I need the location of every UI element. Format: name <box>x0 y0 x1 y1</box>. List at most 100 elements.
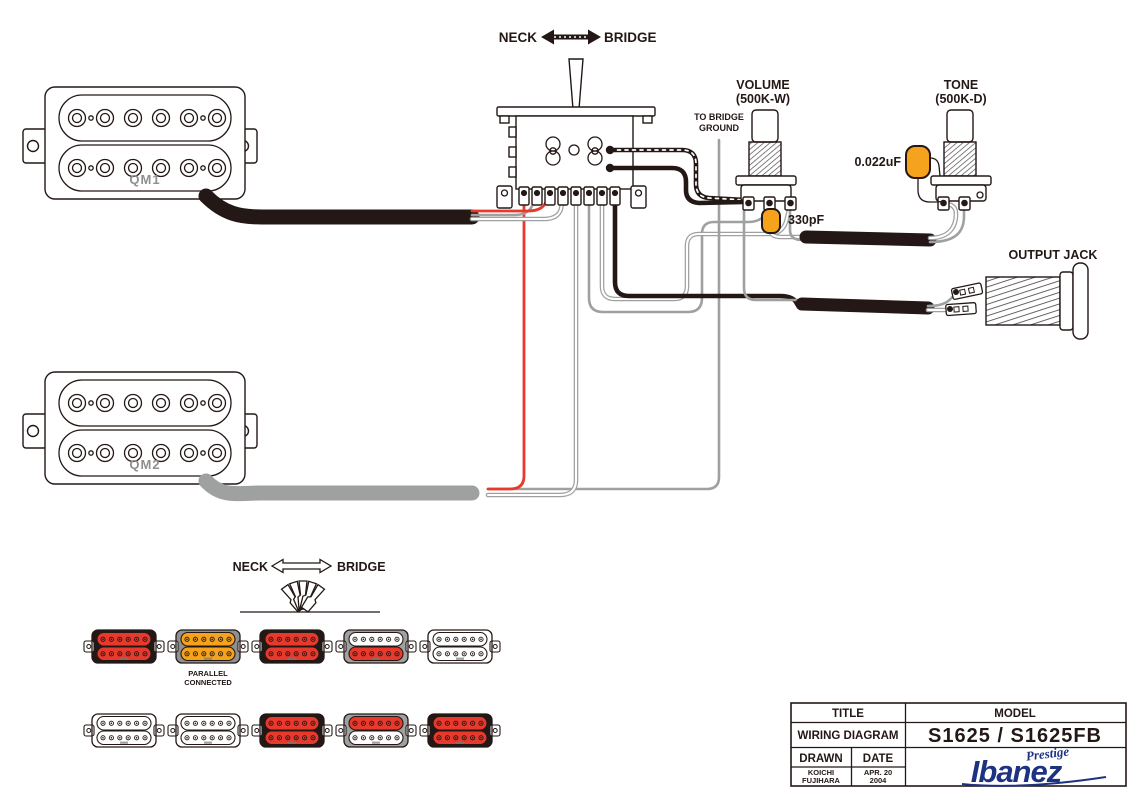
wire-hot-dash-pattern <box>609 149 747 201</box>
wire-cable1-tone-gray <box>928 204 966 244</box>
brand-logo: Prestige Ibanez <box>961 743 1107 789</box>
wire-bridge-white-outer <box>485 195 579 498</box>
capacitor-330pf <box>761 208 781 234</box>
cap-0022uf-label: 0.022uF <box>854 155 901 169</box>
jack-lug-tip <box>950 282 984 300</box>
volume-shaft <box>751 109 779 143</box>
neck-pickup-label: QM1 <box>129 172 160 187</box>
mini-bottom-coil <box>181 647 235 661</box>
switch-mounting-plate <box>496 106 656 117</box>
neck-pickup: QM1 <box>22 86 258 200</box>
tone-value: (500K-D) <box>935 92 986 106</box>
ground-note-line1: TO BRIDGE <box>694 112 744 122</box>
bridge-pickup-cable <box>198 473 480 502</box>
wire-gray-loop <box>587 196 771 314</box>
selector-pos1-neck <box>83 629 165 664</box>
tone-title: TONE <box>944 78 979 92</box>
shielded-cable-vol-tone <box>799 230 937 247</box>
selector-pos4-bridge <box>335 713 417 748</box>
wire-bridge-white-core <box>486 196 578 497</box>
output-jack <box>945 262 1089 340</box>
wire-bridge-red <box>486 196 526 491</box>
mini-top-coil <box>181 632 235 646</box>
shielded-cable-to-jack <box>795 297 935 315</box>
switch-position-fan <box>240 580 380 614</box>
bottom-arrow-bridge-label: BRIDGE <box>337 560 386 574</box>
wire-tonecap-bottom-lead <box>917 178 944 203</box>
parallel-label-line2: CONNECTED <box>184 678 232 687</box>
volume-pot <box>735 109 797 234</box>
switch-solder-dots <box>521 190 618 196</box>
drawn-value-line1: KOICHI <box>808 768 834 777</box>
top-arrow-bridge-label: BRIDGE <box>604 30 657 45</box>
wire-cable1-tone-white-core <box>928 202 958 240</box>
mini-top-coil <box>265 632 319 646</box>
tone-shaft <box>946 109 974 143</box>
pickup-selector-switch <box>496 58 656 209</box>
ground-note-line2: GROUND <box>699 123 739 133</box>
title-block: TITLE MODEL WIRING DIAGRAM S1625 / S1625… <box>790 702 1127 789</box>
mini-top-coil <box>349 632 403 646</box>
tone-pot <box>905 109 992 211</box>
pickup-cables <box>198 188 480 502</box>
mini-bottom-coil <box>181 731 235 745</box>
output-jack-label: OUTPUT JACK <box>1009 248 1098 262</box>
date-value-line1: APR. 20 <box>864 768 892 777</box>
capacitor-0022uf <box>905 145 931 179</box>
bridge-pickup-label: QM2 <box>129 457 160 472</box>
mini-bottom-coil <box>97 647 151 661</box>
mini-bottom-coil <box>433 731 487 745</box>
bridge-pickup: QM2 <box>22 371 258 485</box>
jack-lug-sleeve <box>945 302 977 317</box>
date-value-line2: 2004 <box>870 776 888 785</box>
switch-rollers <box>545 136 603 166</box>
selector-pos4-neck <box>335 629 417 664</box>
selector-pos2-neck <box>167 629 249 664</box>
wire-to-bridge-ground <box>486 138 721 491</box>
top-arrow-icon <box>541 29 601 45</box>
jack-threaded-barrel <box>985 276 1061 326</box>
mini-bottom-coil <box>349 647 403 661</box>
drawn-header: DRAWN <box>799 753 842 765</box>
selector-pos1-bridge <box>83 713 165 748</box>
mini-bottom-coil <box>97 731 151 745</box>
mini-top-coil <box>181 716 235 730</box>
mini-top-coil <box>433 716 487 730</box>
mini-bottom-coil <box>265 731 319 745</box>
wire-hot-solid-black <box>607 165 747 206</box>
switch-body <box>515 115 634 190</box>
mini-top-coil <box>349 716 403 730</box>
selector-pos3-bridge <box>251 713 333 748</box>
cap-330pf-label: 330pF <box>788 213 824 227</box>
wire-neck-white-core <box>470 195 565 221</box>
wire-vol-to-cable2-gray <box>742 202 804 302</box>
drawn-value-line2: FUJIHARA <box>802 776 841 785</box>
mini-top-coil <box>97 632 151 646</box>
mini-bottom-coil <box>349 731 403 745</box>
title-value: WIRING DIAGRAM <box>798 730 899 742</box>
mini-top-coil <box>265 716 319 730</box>
mini-top-coil <box>433 632 487 646</box>
jack-flange <box>1072 262 1089 340</box>
mini-bottom-coil <box>265 647 319 661</box>
top-arrow-neck-label: NECK <box>499 30 538 45</box>
volume-knurl <box>748 141 782 177</box>
selector-pos5-bridge <box>419 713 501 748</box>
selector-pos2-bridge <box>167 713 249 748</box>
model-value: S1625 / S1625FB <box>928 725 1102 747</box>
mini-top-coil <box>97 716 151 730</box>
jack-collar <box>1059 271 1074 331</box>
bottom-arrow-neck-label: NECK <box>233 560 268 574</box>
wire-switch-to-volume <box>605 145 749 206</box>
tone-knurl <box>943 141 977 177</box>
brand-underline <box>961 776 1107 787</box>
date-header: DATE <box>863 753 894 765</box>
model-header: MODEL <box>994 708 1036 720</box>
selector-pos5-neck <box>419 629 501 664</box>
bottom-arrow-icon <box>270 558 333 574</box>
brand-script-text: Prestige <box>1025 743 1070 763</box>
title-header: TITLE <box>832 708 864 720</box>
parallel-label-line1: PARALLEL <box>188 669 228 678</box>
